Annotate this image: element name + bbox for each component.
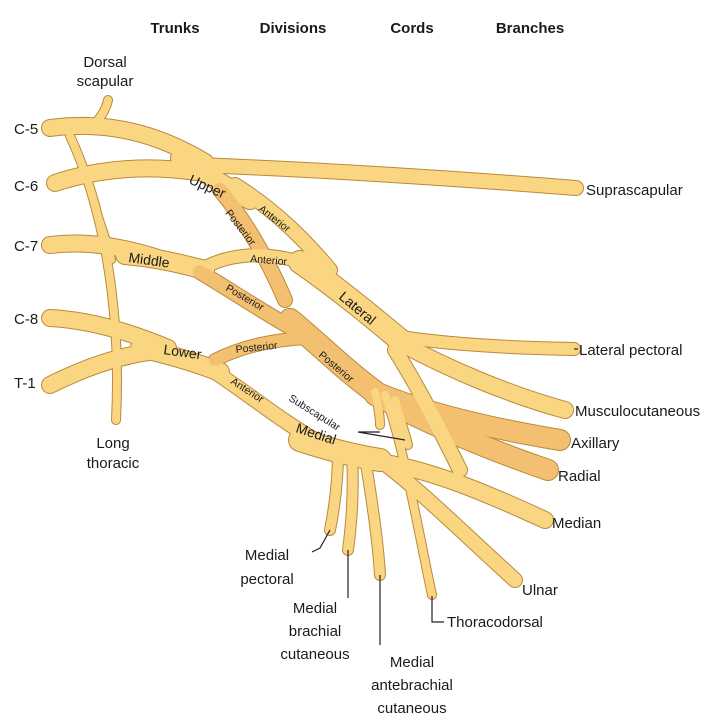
label-ulnar: Ulnar xyxy=(522,582,558,599)
root-c6-nerve xyxy=(47,160,203,191)
long-thoracic-c6-twig xyxy=(82,172,115,263)
root-label-c6: C-6 xyxy=(14,178,38,195)
label-long-thoracic-1: Long xyxy=(96,435,129,452)
label-long-thoracic-2: thoracic xyxy=(87,455,140,472)
label-axillary: Axillary xyxy=(571,435,620,452)
medial-pectoral-nerve xyxy=(325,447,343,535)
label-medial-brachial-1: Medial xyxy=(293,600,337,617)
label-medial-pectoral-2: pectoral xyxy=(240,571,293,588)
label-medial-pectoral-1: Medial xyxy=(245,547,289,564)
division-label-lower-posterior: Posterior xyxy=(235,340,279,356)
long-thoracic-nerve xyxy=(66,132,121,424)
label-medial-brachial-2: brachial xyxy=(289,623,342,640)
median-lateral-root xyxy=(388,343,467,477)
root-label-t1: T-1 xyxy=(14,375,36,392)
upper-anterior-division xyxy=(228,178,337,277)
label-medial-antebrachial-1: Medial xyxy=(390,654,434,671)
thoracodorsal-leader xyxy=(431,596,444,623)
lateral-pectoral-nerve xyxy=(389,330,580,355)
musculocutaneous-nerve xyxy=(387,332,573,418)
label-medial-antebrachial-2: antebrachial xyxy=(371,677,453,694)
root-label-c7: C-7 xyxy=(14,238,38,255)
label-medial-brachial-3: cutaneous xyxy=(280,646,349,663)
division-label-middle-anterior: Anterior xyxy=(250,253,288,268)
leader-lines xyxy=(311,348,578,645)
subscapular-leader xyxy=(357,431,406,441)
upper-subscapular-nerve xyxy=(371,388,384,429)
label-dorsal-scapular-1: Dorsal xyxy=(83,54,126,71)
upper-posterior-division xyxy=(213,183,292,307)
dorsal-scapular-nerve xyxy=(88,96,112,132)
label-radial: Radial xyxy=(558,468,601,485)
header-trunks: Trunks xyxy=(150,20,199,37)
lateral-cord-nerve xyxy=(289,251,411,351)
label-thoracodorsal: Thoracodorsal xyxy=(447,614,543,631)
medial-brachial-cutaneous-nerve xyxy=(343,450,358,555)
label-medial-antebrachial-3: cutaneous xyxy=(377,700,446,717)
root-label-c8: C-8 xyxy=(14,311,38,328)
medial-pectoral-leader xyxy=(311,529,331,553)
trunk-label-middle: Middle xyxy=(128,249,171,271)
thoracodorsal-nerve xyxy=(381,391,436,599)
posterior-cord-nerve xyxy=(279,309,386,403)
header-branches: Branches xyxy=(496,20,564,37)
trunk-label-lower: Lower xyxy=(163,341,203,362)
header-cords: Cords xyxy=(390,20,433,37)
label-suprascapular: Suprascapular xyxy=(586,182,683,199)
label-dorsal-scapular-2: scapular xyxy=(77,73,134,90)
suprascapular-nerve xyxy=(193,158,583,195)
label-lateral-pectoral: Lateral pectoral xyxy=(579,342,682,359)
label-musculocutaneous: Musculocutaneous xyxy=(575,403,700,420)
label-median: Median xyxy=(552,515,601,532)
lower-subscapular-nerve xyxy=(391,396,412,449)
root-label-c5: C-5 xyxy=(14,121,38,138)
medial-antebrachial-cutaneous-nerve xyxy=(360,453,385,580)
ulnar-nerve xyxy=(373,453,522,587)
header-divisions: Divisions xyxy=(260,20,327,37)
middle-anterior-division xyxy=(194,249,306,276)
